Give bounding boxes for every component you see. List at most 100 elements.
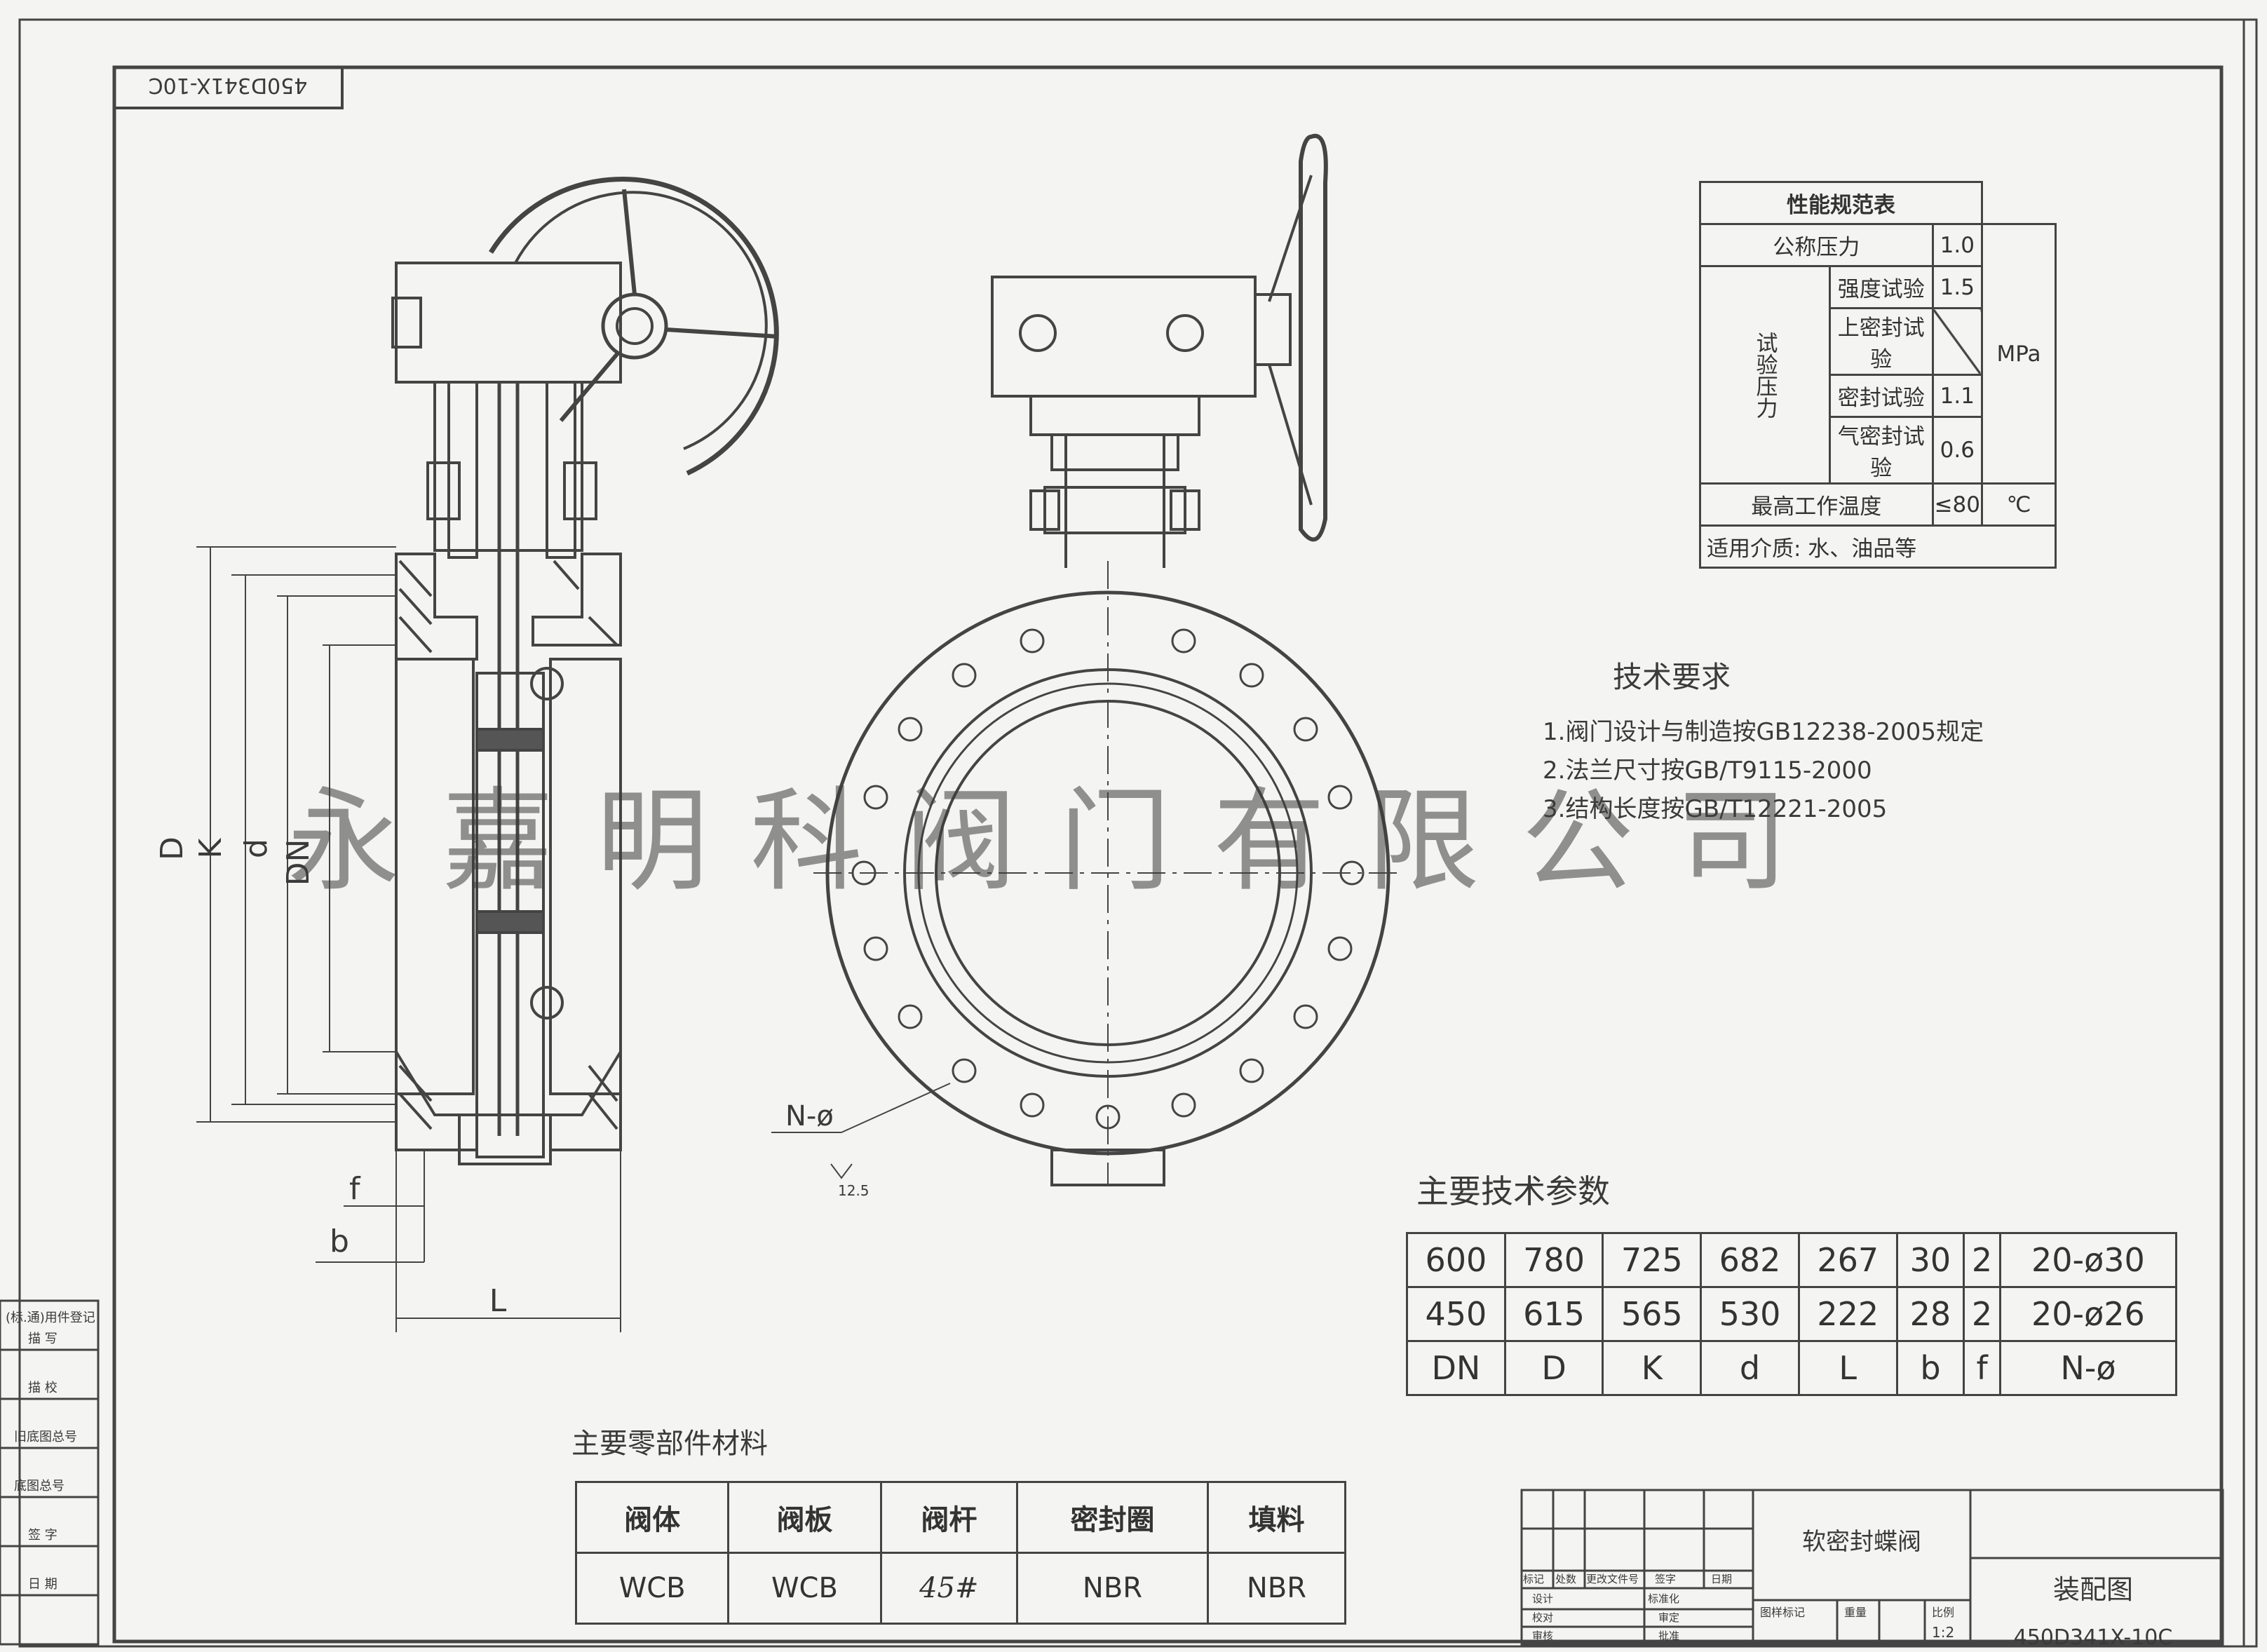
left-strip-1: 描 写 bbox=[28, 1332, 57, 1346]
materials-value-cell: WCB bbox=[727, 1552, 882, 1625]
params-cell: 20-ø30 bbox=[1998, 1232, 2178, 1288]
params-header-row: DN D K d L b f N-ø bbox=[1406, 1340, 2178, 1396]
title-block bbox=[1520, 1489, 2224, 1646]
tech-req-3: 3.结构长度按GB/T12221-2005 bbox=[1543, 795, 1887, 823]
materials-value-row: WCB WCB 45# NBR NBR bbox=[574, 1552, 1347, 1625]
params-cell: 267 bbox=[1797, 1232, 1898, 1288]
params-cell: 682 bbox=[1700, 1232, 1800, 1288]
params-header-cell: b bbox=[1895, 1340, 1965, 1396]
params-header-cell: D bbox=[1503, 1340, 1604, 1396]
tb-cell-ratio: 比例 bbox=[1932, 1606, 1954, 1619]
left-strip-5: 签 字 bbox=[28, 1528, 57, 1543]
dim-label-K: K bbox=[193, 837, 229, 858]
left-strip-4: 底图总号 bbox=[14, 1479, 65, 1494]
params-cell: 725 bbox=[1602, 1232, 1703, 1288]
left-strip-6: 日 期 bbox=[28, 1577, 57, 1592]
params-header-cell: f bbox=[1963, 1340, 2001, 1396]
perf-nominal-label: 公称压力 bbox=[1699, 223, 1934, 267]
tb-product-name: 软密封蝶阀 bbox=[1802, 1528, 1921, 1556]
params-cell: 28 bbox=[1895, 1286, 1965, 1342]
drawing-number-box bbox=[113, 66, 344, 109]
perf-temp-unit: ℃ bbox=[1981, 482, 2057, 527]
params-header-cell: DN bbox=[1406, 1340, 1506, 1396]
perf-title: 性能规范表 bbox=[1699, 181, 1983, 225]
tb-cell-change-doc: 更改文件号 bbox=[1586, 1573, 1639, 1585]
tb-cell-approve-1: 审定 bbox=[1658, 1611, 1679, 1624]
params-cell: 565 bbox=[1602, 1286, 1703, 1342]
tb-scale: 1:2 bbox=[1932, 1624, 1954, 1641]
tb-cell-marker: 标记 bbox=[1523, 1573, 1544, 1585]
params-cell: 780 bbox=[1503, 1232, 1604, 1288]
tb-cell-date: 日期 bbox=[1711, 1573, 1732, 1585]
materials-header-cell: 阀体 bbox=[574, 1481, 730, 1554]
dim-label-f: f bbox=[349, 1171, 361, 1207]
params-cell: 2 bbox=[1963, 1286, 2001, 1342]
perf-seal-label: 密封试验 bbox=[1829, 374, 1934, 418]
tb-cell-review: 审核 bbox=[1532, 1630, 1553, 1642]
dimension-lines bbox=[196, 546, 621, 1332]
front-view bbox=[771, 133, 1402, 1186]
perf-unit: MPa bbox=[1981, 223, 2057, 485]
tb-cell-weight: 重量 bbox=[1844, 1606, 1867, 1619]
perf-seal-value: 1.1 bbox=[1931, 374, 1984, 418]
perf-air-seal-value: 0.6 bbox=[1931, 416, 1984, 485]
params-row: 600 780 725 682 267 30 2 20-ø30 bbox=[1406, 1232, 2178, 1288]
n-phi-label: N-ø bbox=[785, 1100, 834, 1132]
dim-label-D: D bbox=[154, 837, 190, 860]
materials-header-cell: 填料 bbox=[1206, 1481, 1347, 1554]
materials-value-cell: NBR bbox=[1016, 1552, 1209, 1625]
tech-req-2: 2.法兰尺寸按GB/T9115-2000 bbox=[1543, 757, 1872, 785]
dim-label-b: b bbox=[330, 1224, 349, 1259]
outer-border bbox=[18, 18, 2258, 1648]
tb-cell-approve-2: 批准 bbox=[1658, 1630, 1679, 1642]
perf-upper-seal-value bbox=[1931, 307, 1984, 376]
params-cell: 600 bbox=[1406, 1232, 1506, 1288]
materials-header-row: 阀体 阀板 阀杆 密封圈 填料 bbox=[574, 1481, 1347, 1554]
perf-medium: 适用介质: 水、油品等 bbox=[1699, 524, 2057, 569]
params-cell: 615 bbox=[1503, 1286, 1604, 1342]
perf-upper-seal-label: 上密封试验 bbox=[1829, 307, 1934, 376]
left-strip-0: (标.通)用件登记 bbox=[6, 1311, 95, 1325]
side-section-view bbox=[391, 177, 779, 1165]
performance-spec-table: 性能规范表 公称压力 1.0 MPa 试验压力 强度试验 1.5 上密封试验 密… bbox=[1699, 181, 2057, 569]
dim-label-d: d bbox=[238, 839, 274, 858]
perf-strength-label: 强度试验 bbox=[1829, 265, 1934, 309]
dim-label-L: L bbox=[489, 1283, 507, 1319]
inner-frame bbox=[112, 65, 2224, 1644]
perf-nominal-value: 1.0 bbox=[1931, 223, 1984, 267]
params-cell: 30 bbox=[1895, 1232, 1965, 1288]
perf-air-seal-label: 气密封试验 bbox=[1829, 416, 1934, 485]
perf-test-label: 试验压力 bbox=[1699, 265, 1831, 485]
tb-cell-sign: 签字 bbox=[1655, 1573, 1676, 1585]
tb-cell-design: 设计 bbox=[1532, 1592, 1553, 1605]
materials-value-cell: NBR bbox=[1206, 1552, 1347, 1625]
left-strip-3: 旧底图总号 bbox=[14, 1430, 77, 1444]
perf-max-temp-value: ≤80 bbox=[1931, 482, 1984, 527]
surface-roughness: 12.5 bbox=[838, 1182, 869, 1199]
dim-label-DN: DN bbox=[280, 839, 316, 886]
params-header-cell: K bbox=[1602, 1340, 1703, 1396]
tb-drawing-type: 装配图 bbox=[2053, 1574, 2133, 1605]
tb-drawing-number: 450D341X-10C bbox=[2014, 1625, 2173, 1650]
perf-strength-value: 1.5 bbox=[1931, 265, 1984, 309]
params-title: 主要技术参数 bbox=[1416, 1172, 1610, 1210]
params-header-cell: N-ø bbox=[1998, 1340, 2178, 1396]
drawing-number-topleft: 450D341X-10C bbox=[149, 73, 308, 97]
tb-cell-count: 处数 bbox=[1555, 1573, 1576, 1585]
materials-header-cell: 阀板 bbox=[727, 1481, 882, 1554]
materials-value-cell: WCB bbox=[574, 1552, 730, 1625]
left-strip-2: 描 校 bbox=[28, 1381, 57, 1395]
params-cell: 2 bbox=[1963, 1232, 2001, 1288]
params-cell: 450 bbox=[1406, 1286, 1506, 1342]
params-table: 600 780 725 682 267 30 2 20-ø30 450 615 … bbox=[1406, 1232, 2178, 1396]
materials-value-cell: 45# bbox=[879, 1552, 1019, 1625]
params-header-cell: d bbox=[1700, 1340, 1800, 1396]
tech-req-title: 技术要求 bbox=[1613, 660, 1731, 694]
perf-max-temp-label: 最高工作温度 bbox=[1699, 482, 1934, 527]
params-header-cell: L bbox=[1797, 1340, 1898, 1396]
materials-header-cell: 阀杆 bbox=[879, 1481, 1019, 1554]
params-cell: 530 bbox=[1700, 1286, 1800, 1342]
materials-header-cell: 密封圈 bbox=[1016, 1481, 1209, 1554]
params-cell: 222 bbox=[1797, 1286, 1898, 1342]
